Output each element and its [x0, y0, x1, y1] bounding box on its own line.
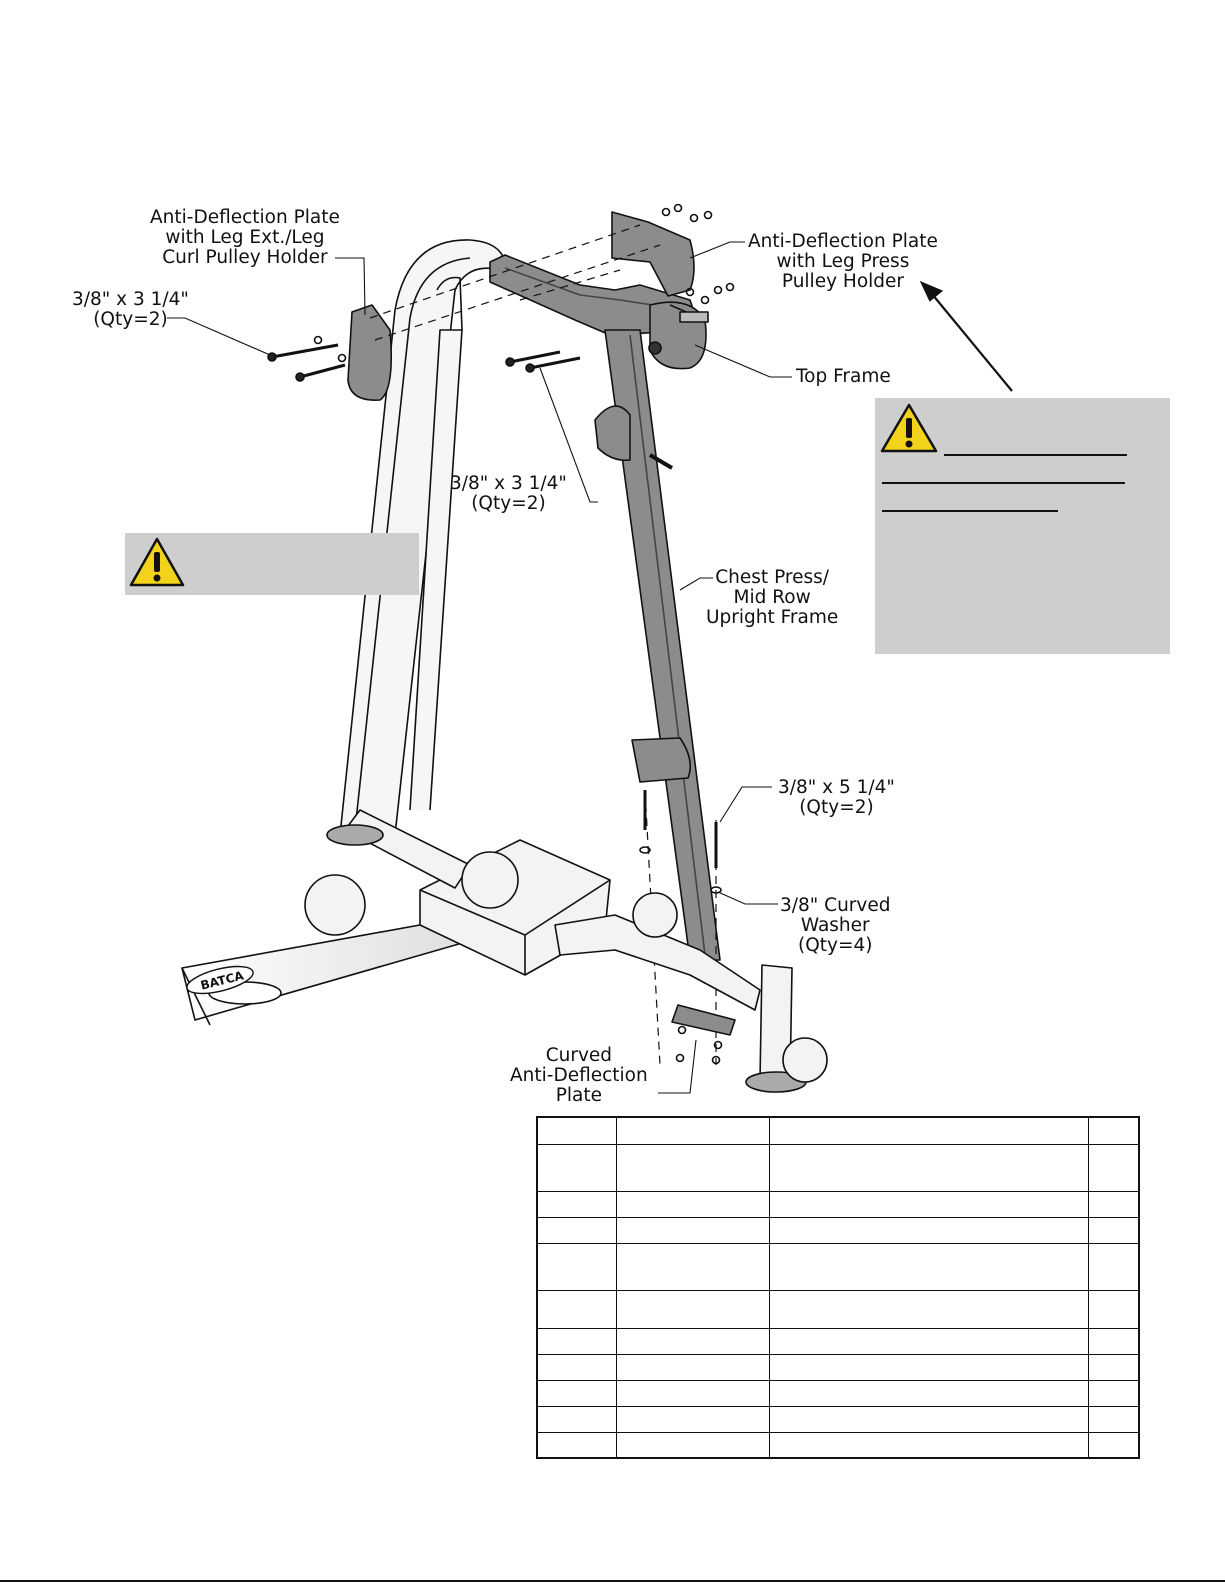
- label-curved-washer: 3/8" Curved Washer (Qty=4): [780, 895, 891, 956]
- top-frame: [489, 254, 701, 336]
- label-curved-plate: Curved Anti-Deflection Plate: [510, 1045, 648, 1106]
- curved-anti-deflection-plate: [671, 1004, 736, 1036]
- parts-table: [536, 1116, 1140, 1459]
- table-header-row: [536, 1116, 1140, 1145]
- table-row: [536, 1242, 1140, 1291]
- label-top-frame: Top Frame: [796, 366, 891, 387]
- page-bottom-rule: [0, 1580, 1225, 1582]
- label-chest-press-frame: Chest Press/ Mid Row Upright Frame: [706, 567, 839, 628]
- warning-box-left: [125, 533, 419, 595]
- label-anti-deflection-right: Anti-Deflection Plate with Leg Press Pul…: [748, 231, 938, 292]
- right-anti-deflection-plate: [611, 211, 695, 297]
- table-row: [536, 1289, 1140, 1329]
- left-anti-deflection-plate: [347, 304, 393, 401]
- label-bolt-left: 3/8" x 3 1/4" (Qty=2): [72, 289, 189, 330]
- warning-icon: [129, 537, 185, 587]
- table-row: [536, 1405, 1140, 1433]
- warning-icon: [880, 403, 938, 453]
- left-inner-leg: [409, 329, 463, 811]
- table-row: [536, 1353, 1140, 1381]
- warning-box-right: [875, 398, 1170, 654]
- table-row: [536, 1216, 1140, 1244]
- table-row: [536, 1190, 1140, 1218]
- table-row: [536, 1431, 1140, 1459]
- label-anti-deflection-left: Anti-Deflection Plate with Leg Ext./Leg …: [150, 207, 340, 268]
- left-arch-frame: [339, 239, 506, 836]
- table-row: [536, 1327, 1140, 1355]
- label-bolt-center: 3/8" x 3 1/4" (Qty=2): [450, 473, 567, 514]
- table-row: [536, 1379, 1140, 1407]
- warning-arrow: [919, 280, 1013, 392]
- label-bolt-long: 3/8" x 5 1/4" (Qty=2): [778, 777, 895, 818]
- table-row: [536, 1143, 1140, 1192]
